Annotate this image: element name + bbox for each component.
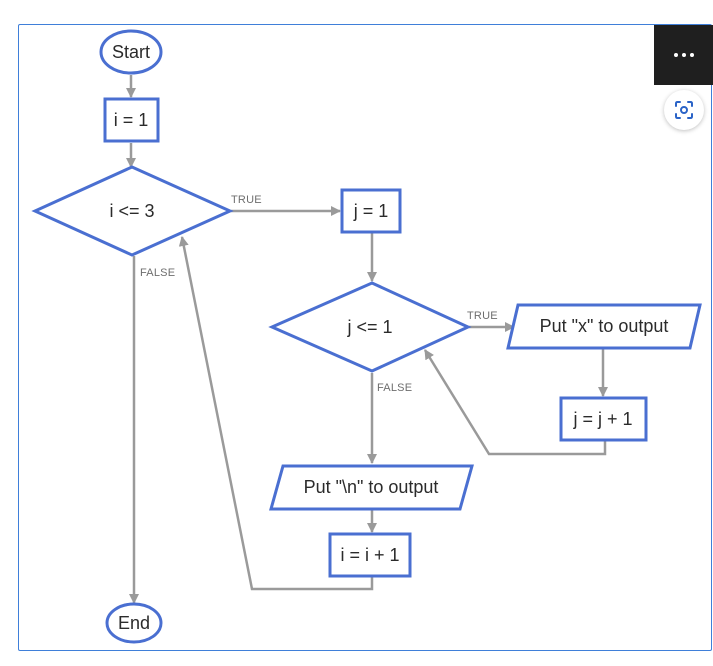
init-i-node: [103, 97, 160, 143]
init-i-label: i = 1: [114, 110, 149, 130]
edge-label-cond-i-true: TRUE: [231, 194, 262, 206]
more-horizontal-icon: [673, 53, 678, 57]
cond-j-node: [268, 281, 472, 373]
inc-i-label: i = i + 1: [340, 545, 399, 565]
visual-search-icon: [675, 101, 693, 119]
more-horizontal-icon-dot: [689, 53, 694, 57]
put-x-label: Put "x" to output: [540, 316, 669, 336]
start-label: Start: [112, 42, 150, 62]
more-horizontal-icon-dot: [681, 53, 686, 57]
edge-inc-i-loop-back: [178, 236, 374, 591]
init-j-label: j = 1: [353, 201, 389, 221]
inc-i-node: [328, 532, 412, 578]
edge-inc-j-loop-back: [423, 349, 607, 456]
inc-j-node: [559, 396, 648, 442]
init-j-node: [340, 188, 402, 234]
more-options-button[interactable]: [654, 25, 713, 85]
cond-j-label: j <= 1: [346, 317, 392, 337]
start-node: [99, 29, 163, 75]
inc-j-label: j = j + 1: [572, 409, 632, 429]
edge-label-cond-j-false: FALSE: [377, 382, 412, 394]
put-newline-node: [269, 464, 474, 511]
end-node: [105, 602, 163, 644]
end-label: End: [118, 613, 150, 633]
put-newline-label: Put "\n" to output: [304, 477, 439, 497]
cond-i-label: i <= 3: [109, 201, 154, 221]
visual-search-button[interactable]: [664, 90, 704, 130]
put-x-node: [506, 303, 702, 350]
edge-label-cond-i-false: FALSE: [140, 267, 175, 279]
edge-label-cond-j-true: TRUE: [467, 310, 498, 322]
cond-i-node: [31, 165, 234, 257]
